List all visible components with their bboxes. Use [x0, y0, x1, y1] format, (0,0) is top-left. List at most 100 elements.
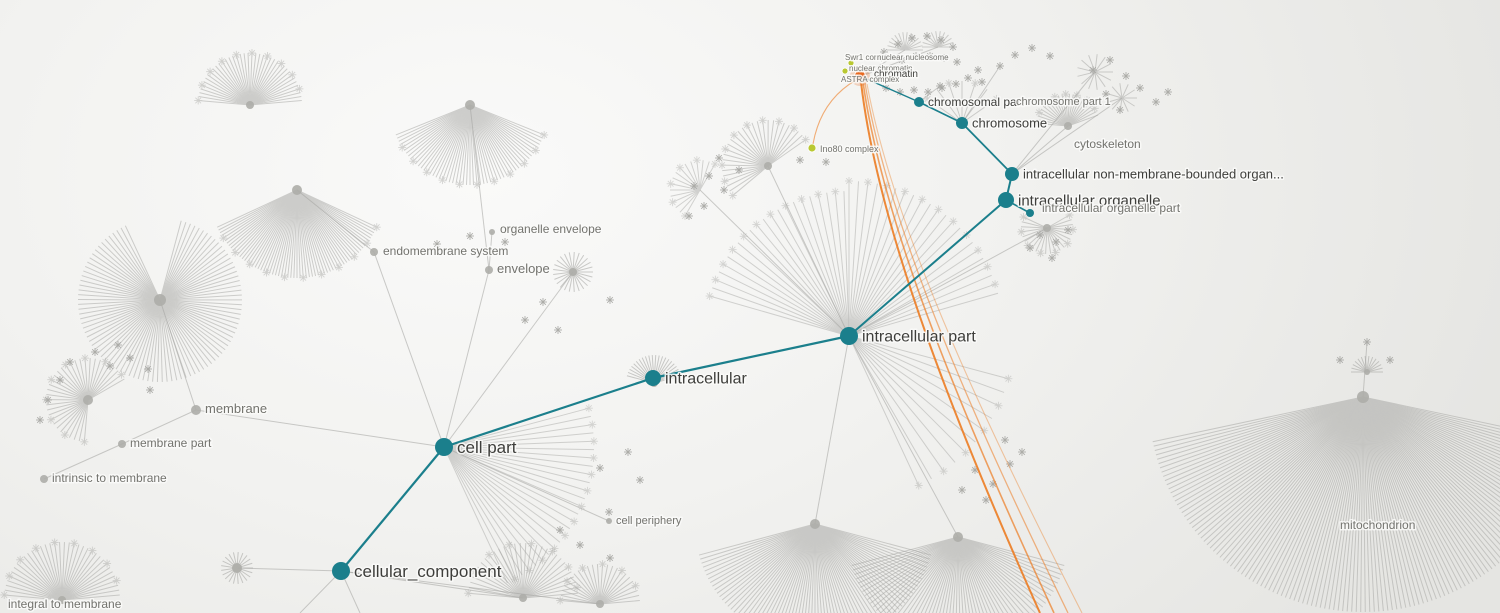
node-burst-icon — [742, 121, 751, 130]
graph-node[interactable] — [191, 405, 201, 415]
term-label[interactable]: intrinsic to membrane — [51, 470, 169, 487]
graph-edge — [1362, 341, 1368, 398]
graph-node-intracellular-organelle-part[interactable] — [1026, 209, 1034, 217]
term-label[interactable]: cell periphery — [615, 514, 684, 529]
graph-node[interactable] — [1364, 369, 1370, 375]
term-label[interactable]: cytoskeleton — [1073, 136, 1143, 153]
graph-node[interactable] — [1064, 122, 1072, 130]
graph-node-label-intracellular-part[interactable]: intracellular part — [861, 327, 978, 347]
graph-node[interactable] — [1357, 391, 1369, 403]
graph-node[interactable] — [953, 532, 963, 542]
term-label[interactable]: Ino80 complex — [819, 143, 881, 156]
node-burst-icon — [1048, 254, 1056, 262]
term-label[interactable]: nuclear nucleosome — [876, 52, 951, 64]
graph-node-intracellular-nmb-organelle[interactable] — [1005, 167, 1019, 181]
graph-node-accent-node-2[interactable] — [847, 59, 855, 67]
gray-nodes-layer — [40, 100, 1370, 608]
graph-node[interactable] — [596, 600, 604, 608]
graph-node[interactable] — [118, 440, 126, 448]
graph-node-chromosomal-part[interactable] — [914, 97, 924, 107]
selected-path-edge — [859, 75, 920, 103]
graph-node[interactable] — [485, 266, 493, 274]
node-burst-icon — [505, 540, 514, 549]
graph-node-ino80-node[interactable] — [807, 143, 817, 153]
orange-curves-layer — [812, 79, 1083, 613]
graph-node[interactable] — [40, 475, 48, 483]
node-burst-icon — [16, 555, 25, 564]
node-burst-icon — [978, 78, 986, 86]
graph-node-label-intracellular-organelle[interactable]: intracellular organelle — [1017, 191, 1163, 211]
node-burst-icon — [470, 567, 479, 576]
graph-node-chromosome[interactable] — [956, 117, 968, 129]
graph-node[interactable] — [232, 563, 242, 573]
node-burst-icon — [564, 562, 573, 571]
graph-node[interactable] — [519, 594, 527, 602]
term-label[interactable]: membrane — [204, 400, 269, 418]
graph-node-accent-node-1[interactable] — [841, 67, 849, 75]
node-burst-icon — [299, 273, 308, 282]
node-burst-icon — [1064, 226, 1072, 234]
term-label[interactable]: Swr1 complex — [844, 52, 897, 64]
term-label[interactable]: chromatin — [873, 68, 920, 82]
graph-edge — [373, 251, 445, 448]
graph-node[interactable] — [292, 185, 302, 195]
term-label[interactable]: envelope — [496, 260, 552, 278]
term-label[interactable]: chromosome part 1 — [1015, 95, 1113, 110]
node-burst-icon — [914, 481, 923, 490]
fan-cluster — [1032, 90, 1099, 128]
graph-node[interactable] — [810, 519, 820, 529]
graph-node[interactable] — [1043, 224, 1051, 232]
term-label[interactable]: endomembrane system — [382, 243, 510, 260]
graph-node-cell-part[interactable] — [435, 438, 453, 456]
graph-node-intracellular-organelle[interactable] — [998, 192, 1014, 208]
node-burst-icon — [556, 596, 565, 605]
graph-node-chromatin[interactable] — [854, 70, 866, 82]
graph-node-label-cellular-component[interactable]: cellular_component — [353, 560, 504, 582]
graph-node[interactable] — [58, 596, 66, 604]
graph-node[interactable] — [764, 162, 772, 170]
fan-cluster — [0, 538, 121, 601]
node-burst-icon — [219, 234, 228, 243]
graph-node-label-cell-part[interactable]: cell part — [456, 436, 519, 458]
node-burst-icon — [790, 124, 799, 133]
graph-node-label-intracellular-nmb-organelle[interactable]: intracellular non-membrane-bounded organ… — [1022, 165, 1286, 183]
graph-node-label-chromosome[interactable]: chromosome — [971, 114, 1049, 132]
graph-node-cellular-component[interactable] — [332, 562, 350, 580]
node-burst-icon — [845, 177, 853, 185]
node-burst-icon — [729, 131, 738, 140]
graph-node[interactable] — [154, 294, 166, 306]
node-burst-icon — [60, 431, 69, 440]
node-burst-icon — [490, 177, 499, 186]
node-burst-icon — [937, 36, 945, 44]
node-burst-icon — [1061, 90, 1070, 99]
node-burst-icon — [1082, 96, 1091, 105]
node-burst-icon — [1026, 244, 1034, 252]
graph-node-intracellular-part[interactable] — [840, 327, 858, 345]
graph-node[interactable] — [465, 100, 475, 110]
term-label[interactable]: integral to membrane — [7, 596, 124, 613]
graph-node[interactable] — [606, 518, 612, 524]
node-burst-icon — [44, 396, 52, 404]
node-burst-icon — [317, 270, 326, 279]
graph-node[interactable] — [569, 268, 577, 276]
graph-node-label-intracellular[interactable]: intracellular — [664, 369, 749, 389]
node-burst-icon — [538, 556, 547, 565]
graph-node-intracellular[interactable] — [645, 370, 661, 386]
graph-node[interactable] — [489, 229, 495, 235]
node-burst-icon — [56, 376, 64, 384]
graph-node-label-chromosomal-part[interactable]: chromosomal part — [927, 94, 1027, 111]
graph-node[interactable] — [246, 101, 254, 109]
term-label[interactable]: ASTRA complex — [840, 74, 901, 86]
node-burst-icon — [1065, 211, 1074, 219]
term-label[interactable]: intracellular organelle part — [1041, 200, 1183, 217]
node-burst-icon — [994, 401, 1003, 410]
node-burst-icon — [112, 576, 121, 585]
term-label[interactable]: membrane part — [129, 435, 214, 452]
graph-node[interactable] — [83, 395, 93, 405]
term-label[interactable]: nuclear chromatin — [848, 63, 915, 75]
term-label[interactable]: mitochondrion — [1339, 517, 1417, 534]
term-label[interactable]: organelle envelope — [499, 221, 604, 238]
graph-node[interactable] — [370, 248, 378, 256]
node-burst-icon — [939, 467, 948, 476]
